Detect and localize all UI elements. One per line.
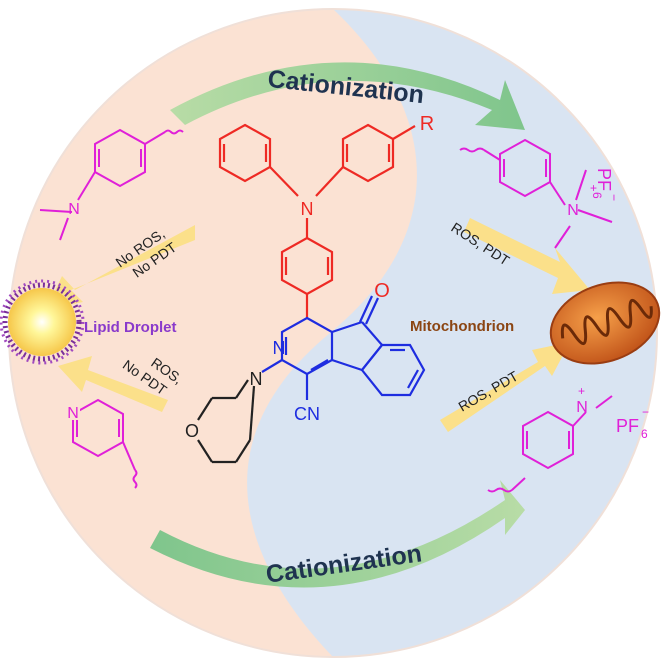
left-upper-arrow [46,225,195,310]
core-n-morpholine: N [250,369,263,389]
core-o-ketone: O [374,280,390,302]
core-indenopyridine [261,295,426,400]
mitochondrion-label: Mitochondrion [410,318,514,335]
core-o-morpholine: O [185,421,199,441]
substituent-top-right-plus: + [590,181,597,195]
substituent-top-right-pf6: PF 6 − [590,168,621,201]
svg-text:6: 6 [590,192,604,199]
core-cn: CN [294,404,320,424]
lipid-droplet-label: Lipid Droplet [84,319,177,336]
core-morpholine [197,379,256,464]
substituent-bottom-right-plus: + [578,384,585,398]
core-n-triphenyl: N [301,199,314,219]
core-n-pyridine: N [273,338,286,358]
substituent-bottom-right-sub6: 6 [641,427,648,441]
mitochondrion-icon [549,281,661,365]
pyridine-n-mask [66,404,80,420]
svg-text:PF: PF [594,168,614,191]
substituent-bottom-right-pf: PF [616,416,639,436]
left-lower-arrow [58,356,168,412]
top-cationization-arrow [170,62,525,130]
substituent-top-right-n: N [567,202,579,219]
substituent-top-left-n: N [68,201,80,218]
substituent-top-right [459,138,613,249]
right-upper-arrow [464,218,590,294]
svg-text:−: − [607,194,621,201]
right-lower-arrow [440,342,570,432]
core-triphenylamine [218,123,416,318]
bottom-cationization-arrow [150,480,525,588]
outer-circle [8,8,658,658]
substituent-top-left [39,128,184,241]
substituent-bottom-left-n: N [67,405,79,422]
substituent-bottom-right-minus: − [642,405,649,419]
substituent-bottom-right [487,395,613,493]
core-r-group: R [420,113,434,135]
lipid-droplet-icon [0,279,85,365]
substituent-bottom-right-n: N [576,399,588,416]
peach-half [9,9,417,657]
